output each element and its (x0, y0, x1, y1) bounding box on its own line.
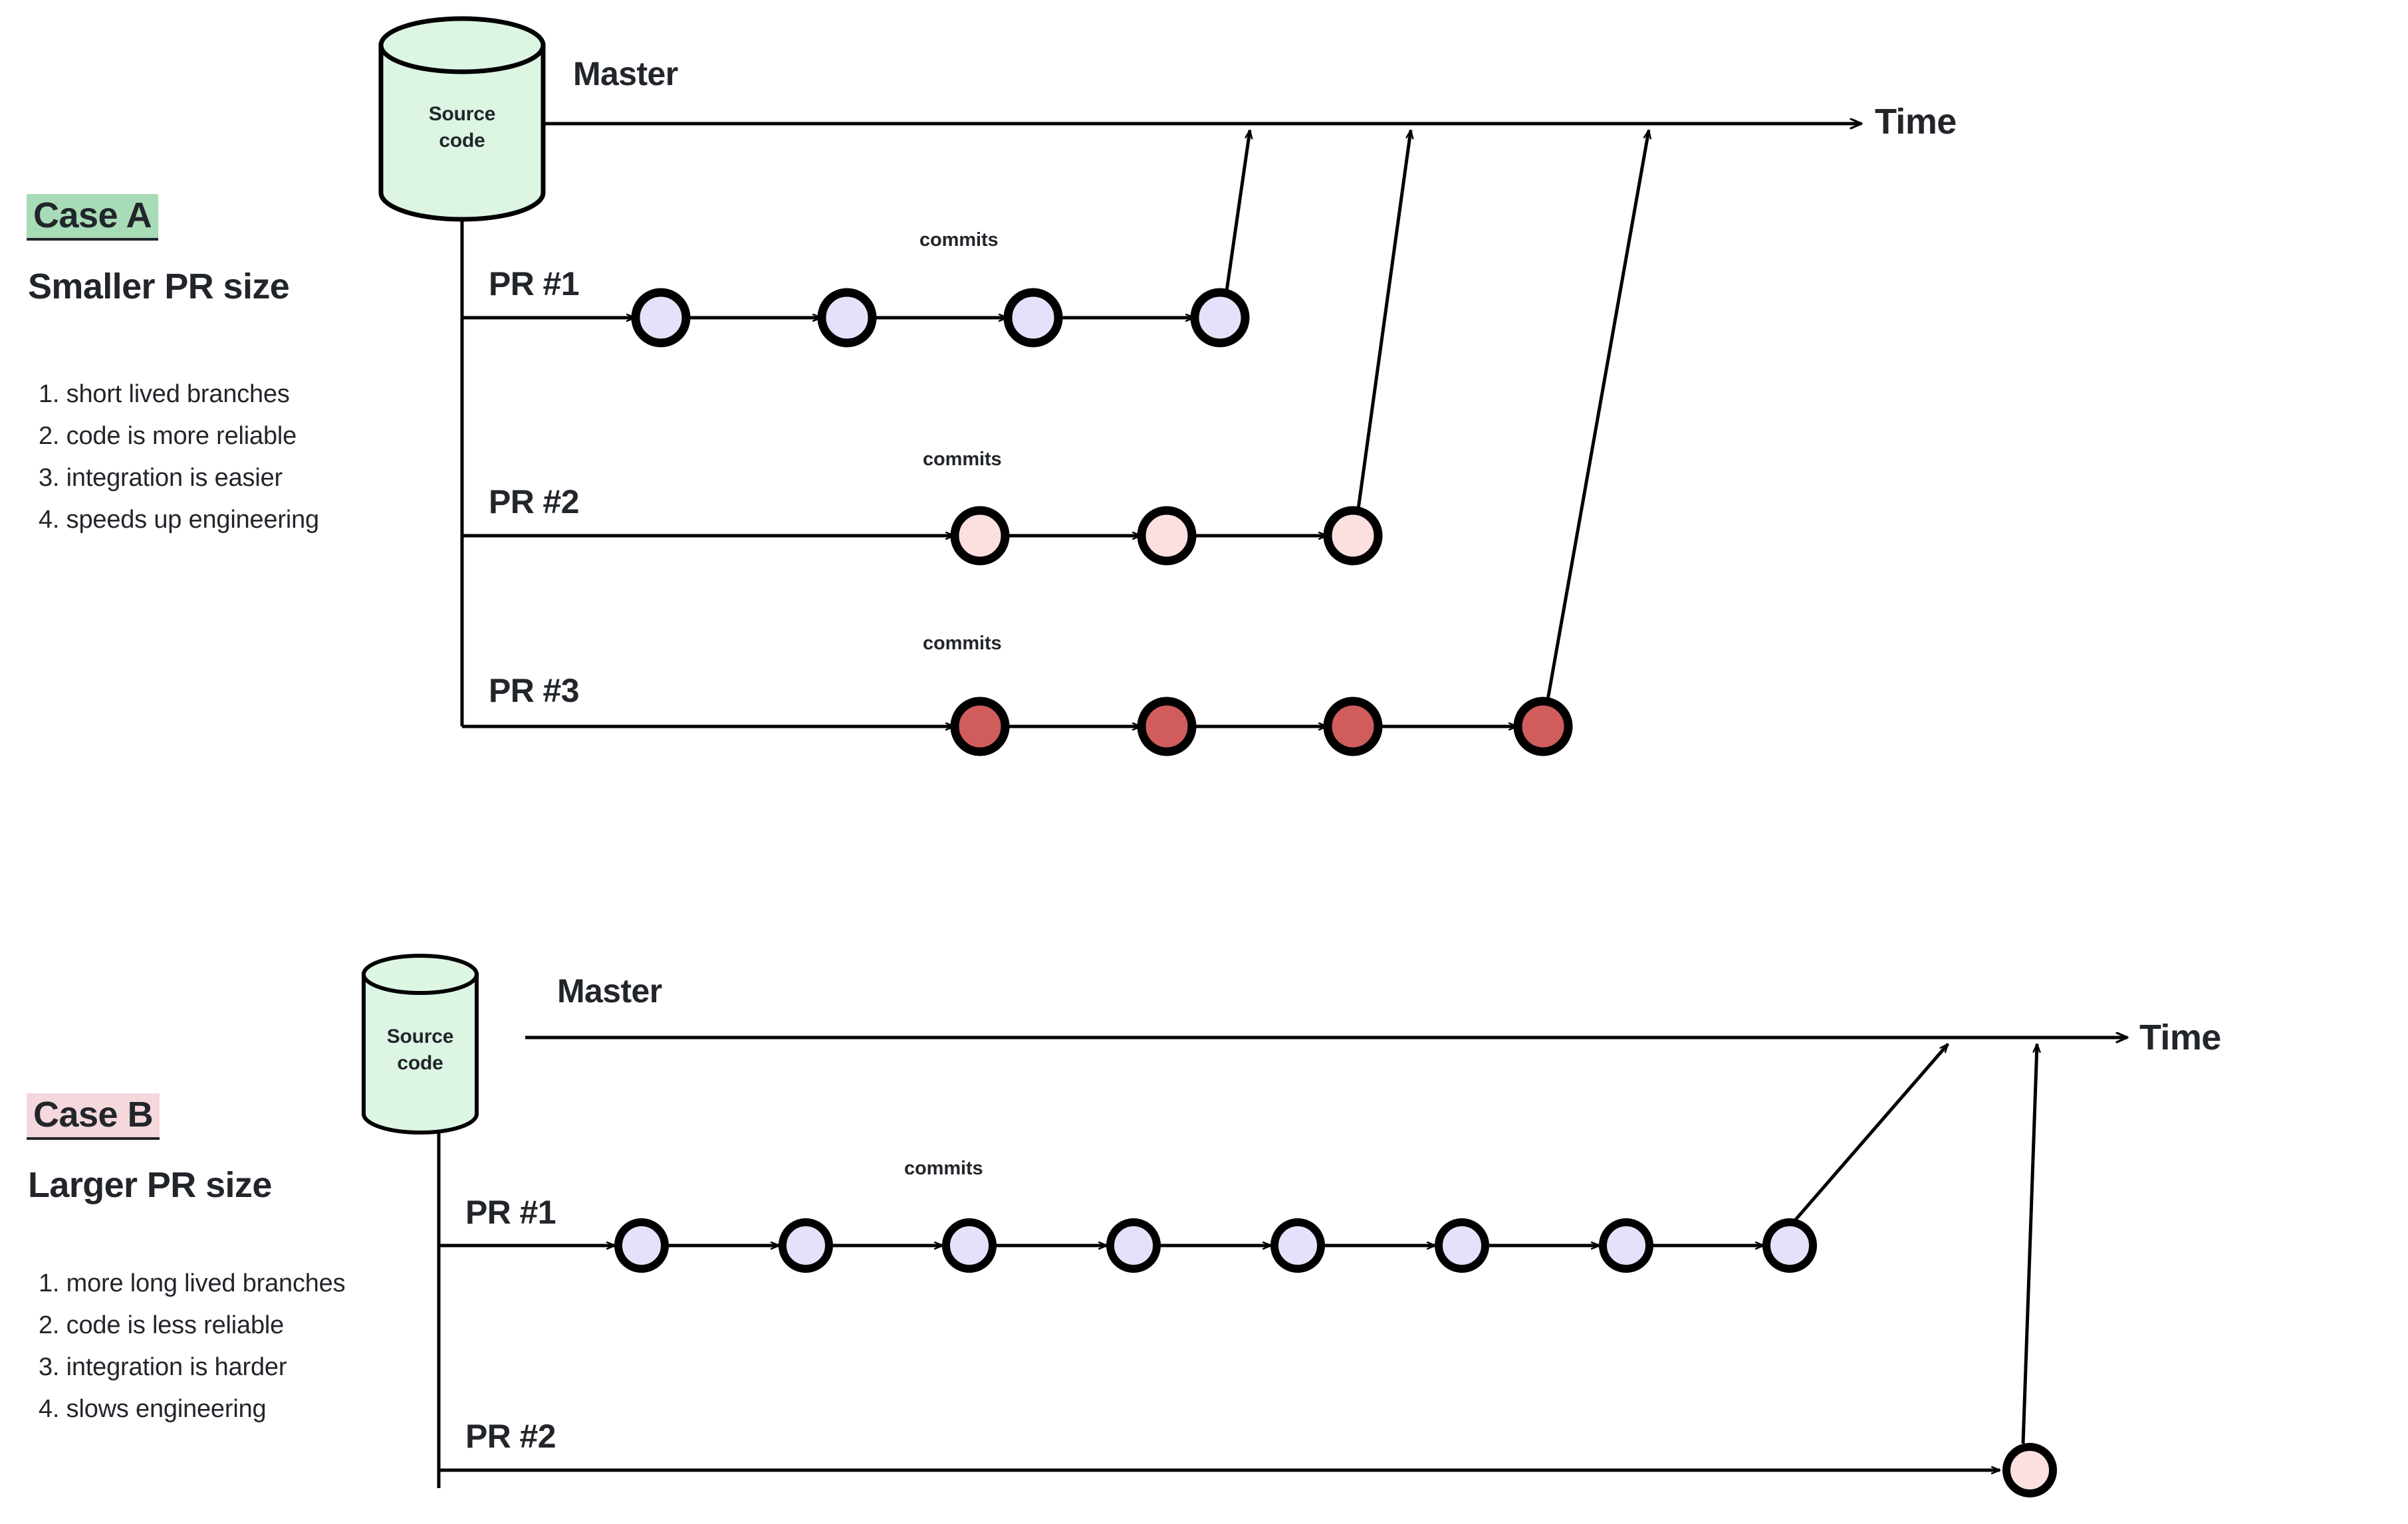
commit-node (817, 288, 877, 348)
case-a-graph (378, 16, 1862, 756)
case-a-bullet-4: 4. speeds up engineering (39, 506, 319, 534)
commit-node (1435, 1218, 1489, 1273)
case-b-pr2-lane (439, 1044, 2057, 1497)
case-a-time-label: Time (1875, 102, 1957, 142)
case-b-subtitle: Larger PR size (28, 1165, 272, 1205)
case-b-source-code-label-line2: code (397, 1052, 443, 1075)
commit-node (1762, 1218, 1817, 1273)
case-b-pr1-label: PR #1 (465, 1194, 556, 1231)
case-a-bullet-list: 1. short lived branches 2. code is more … (39, 374, 319, 541)
case-a-pr2-label: PR #2 (489, 483, 580, 520)
case-a-pr1-label: PR #1 (489, 265, 580, 302)
case-b-source-code-label: Source code (364, 1024, 477, 1077)
case-a-pr3-commits-label: commits (923, 633, 1002, 654)
case-a-pr1-lane (462, 130, 1250, 348)
case-b-badge: Case B (27, 1093, 160, 1141)
case-a-badge: Case A (27, 194, 159, 241)
case-a-bullet-1: 1. short lived branches (39, 380, 290, 408)
case-a-pr1-commits-label: commits (919, 229, 999, 251)
commit-node (1270, 1218, 1325, 1273)
case-a-badge-wrap: Case A (27, 194, 159, 241)
case-a-source-code-label-line1: Source (428, 103, 496, 125)
case-b-pr1-merge-arrow (1794, 1043, 1949, 1222)
case-b-bullet-4: 4. slows engineering (39, 1395, 267, 1424)
case-a-source-code-cylinder (378, 16, 546, 222)
case-a-pr3-lane (462, 130, 1649, 756)
case-b-badge-wrap: Case B (27, 1093, 160, 1141)
commit-node (2002, 1443, 2057, 1497)
case-b-bullet-3: 3. integration is harder (39, 1353, 287, 1382)
case-b-bullet-list: 1. more long lived branches 2. code is l… (39, 1263, 346, 1430)
commit-node (614, 1218, 669, 1273)
case-b-bullet-1: 1. more long lived branches (39, 1269, 346, 1297)
case-a-master-label: Master (573, 55, 678, 92)
case-b-pr2-merge-arrow (2021, 1044, 2037, 1444)
case-a-bullet-3: 3. integration is easier (39, 464, 283, 492)
commit-node (1106, 1218, 1161, 1273)
commit-node (942, 1218, 997, 1273)
case-b-pr1-lane (439, 1043, 1949, 1273)
commit-node (1513, 697, 1573, 756)
case-a-subtitle: Smaller PR size (28, 267, 290, 306)
case-a-pr2-merge-arrow (1356, 130, 1411, 510)
commit-node (1599, 1218, 1653, 1273)
case-b-source-code-cylinder (362, 954, 479, 1135)
case-b-time-label: Time (2139, 1018, 2221, 1057)
commit-node (950, 697, 1010, 756)
case-b-pr1-commits-label: commits (904, 1158, 983, 1179)
case-b-graph (362, 954, 2127, 1497)
commit-node (1003, 288, 1063, 348)
case-b-pr2-label: PR #2 (465, 1418, 556, 1455)
case-a-source-code-label-line2: code (439, 130, 485, 152)
case-a-bullet-2: 2. code is more reliable (39, 422, 297, 451)
commit-node (1190, 288, 1250, 348)
case-a-pr3-label: PR #3 (489, 672, 580, 709)
commit-node (1323, 506, 1383, 566)
commit-node (950, 506, 1010, 566)
case-b-source-code-label-line1: Source (386, 1026, 454, 1047)
case-a-pr3-merge-arrow (1546, 130, 1649, 701)
commit-node (1323, 697, 1383, 756)
case-a-pr2-lane (462, 130, 1411, 566)
case-b-master-label: Master (557, 972, 662, 1010)
commit-node (779, 1218, 833, 1273)
case-a-pr1-merge-arrow (1225, 130, 1250, 292)
commit-node (1137, 506, 1197, 566)
case-b-bullet-2: 2. code is less reliable (39, 1311, 285, 1340)
case-a-source-code-label: Source code (381, 101, 543, 154)
commit-node (1137, 697, 1197, 756)
case-a-pr2-commits-label: commits (923, 449, 1002, 470)
commit-node (631, 288, 691, 348)
